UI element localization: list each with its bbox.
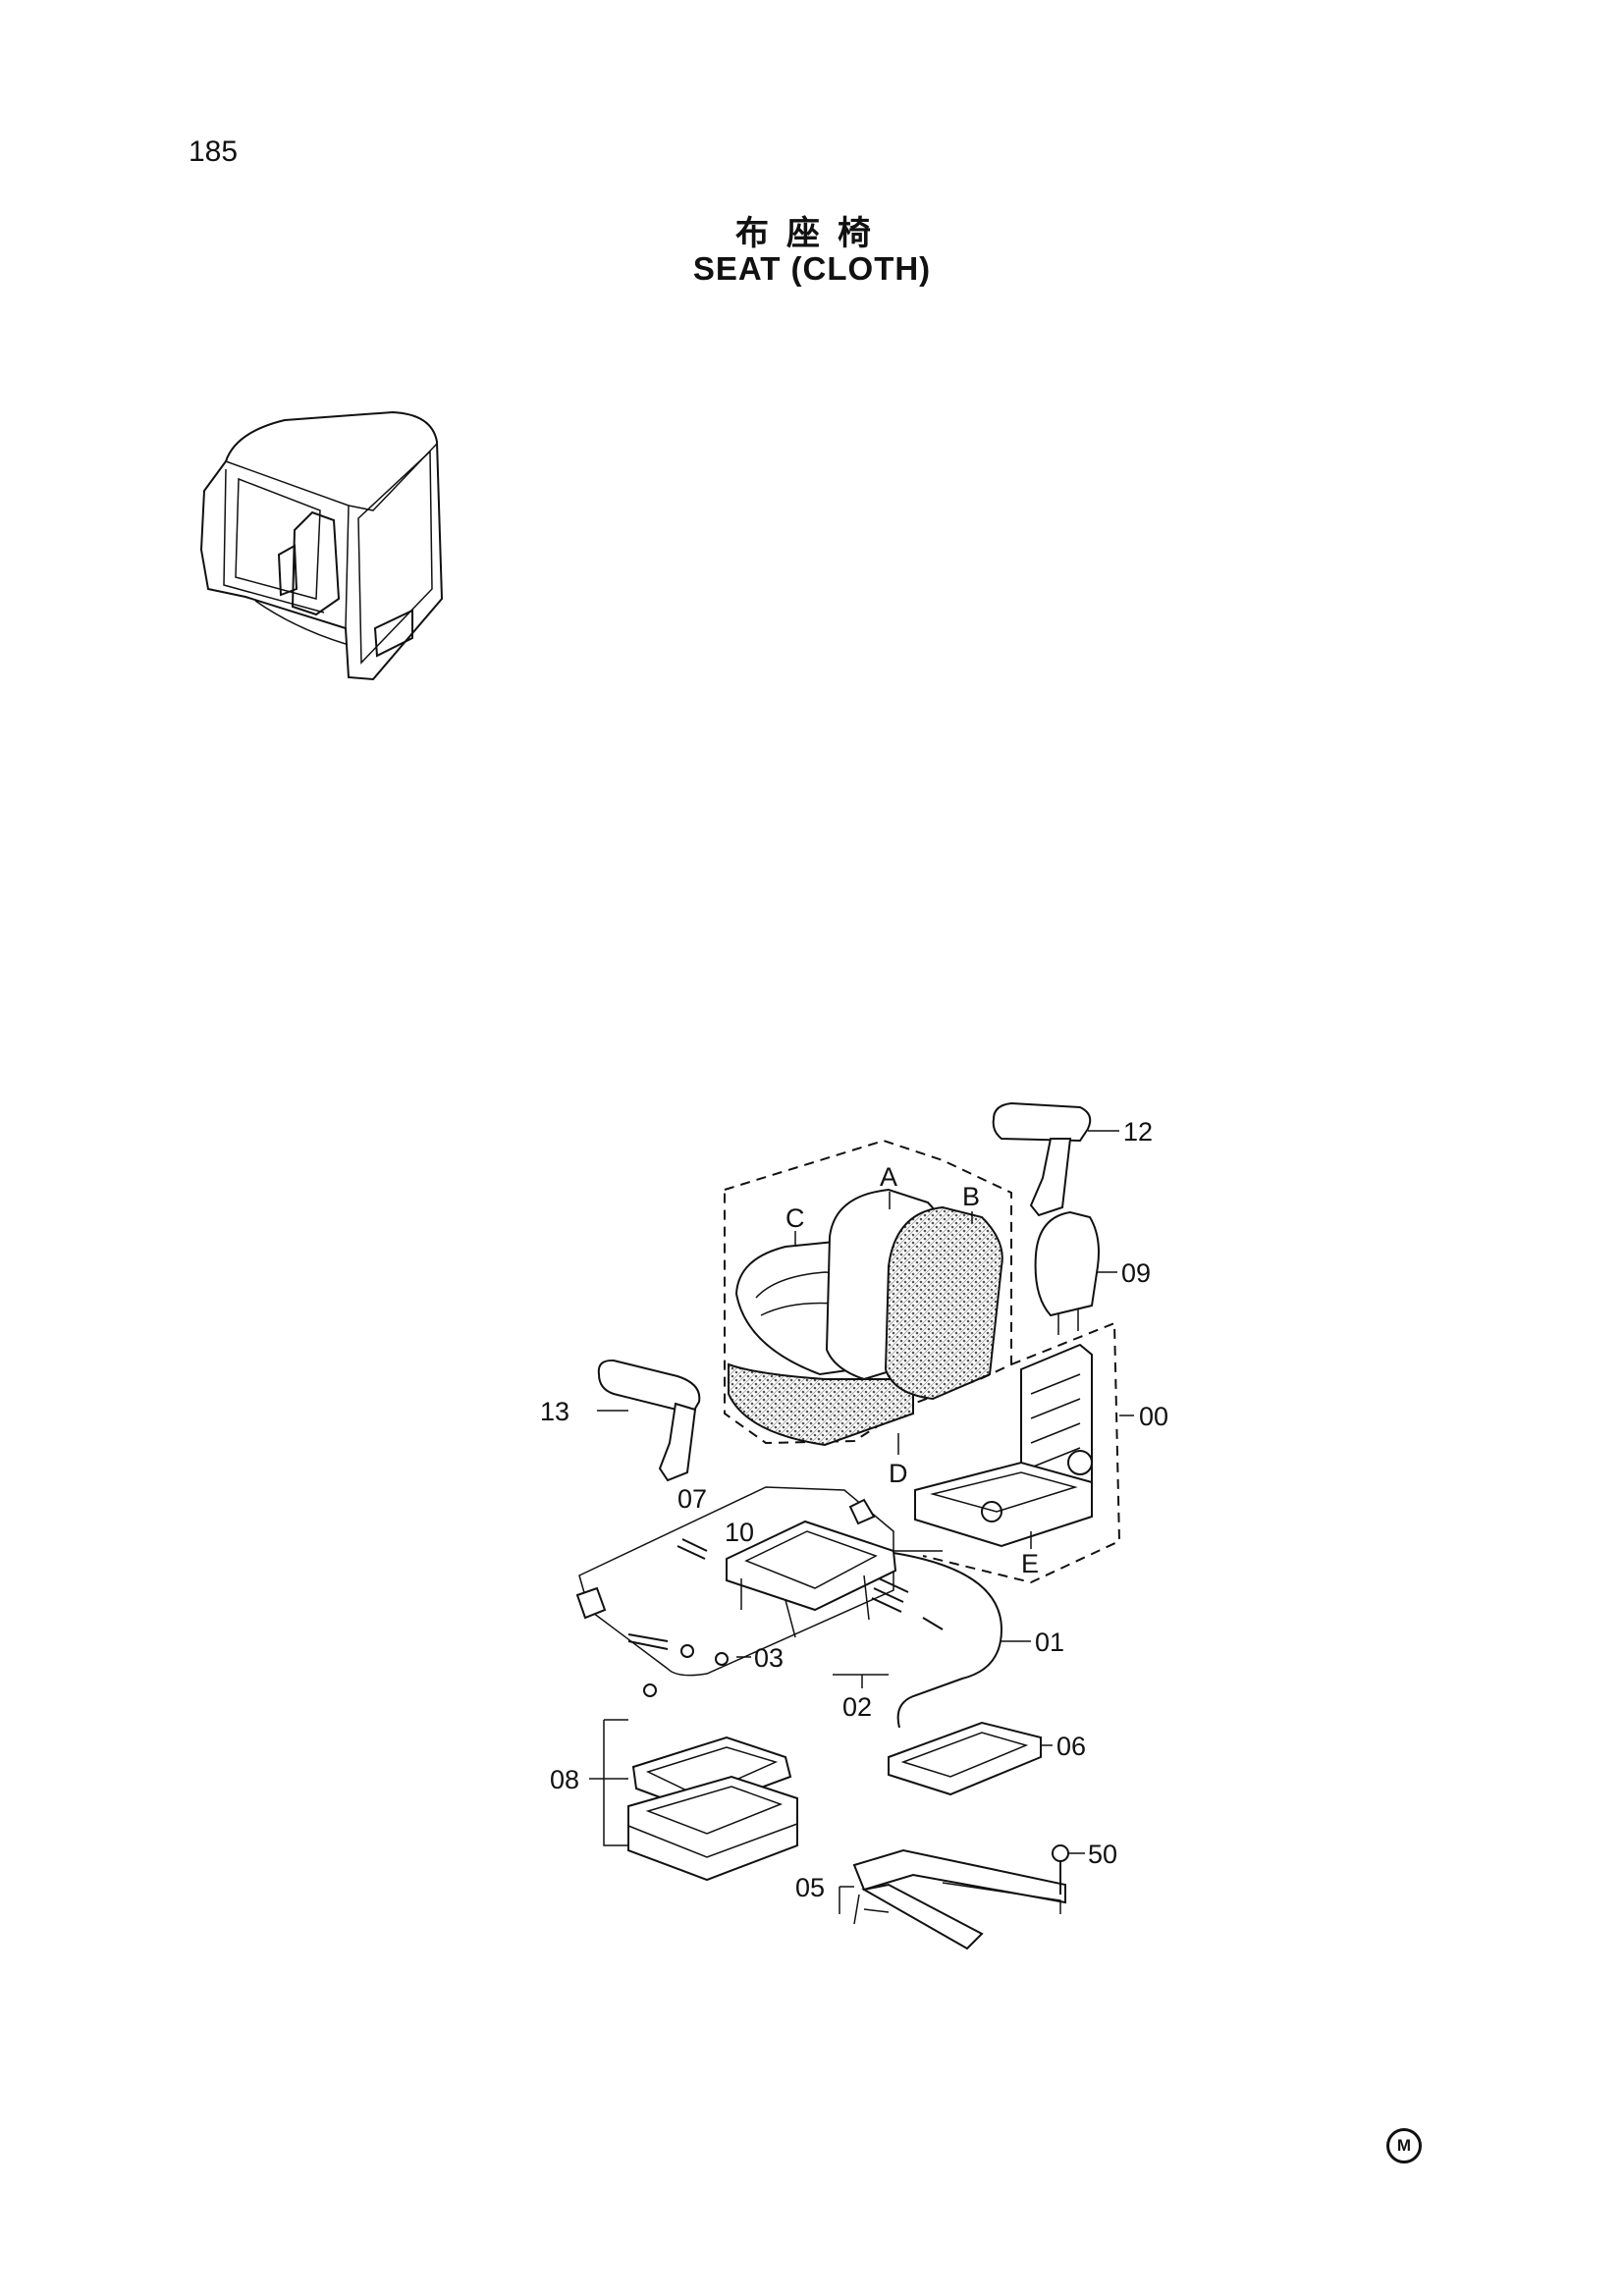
callout-05: 05 — [795, 1873, 825, 1902]
callout-A: A — [880, 1162, 897, 1192]
seat-base-plate — [888, 1721, 1042, 1796]
callout-08: 08 — [550, 1765, 579, 1794]
armrest-left — [597, 1359, 701, 1482]
callout-13: 13 — [540, 1397, 569, 1426]
callout-B: B — [962, 1182, 980, 1211]
cab-location-thumbnail — [199, 410, 444, 681]
title-japanese: 布座椅 — [735, 214, 889, 253]
callout-E: E — [1021, 1549, 1039, 1578]
callout-01: 01 — [1035, 1628, 1064, 1657]
callout-D: D — [889, 1459, 908, 1488]
seat-frame — [914, 1343, 1093, 1548]
slide-rails — [852, 1848, 1066, 1950]
callout-12: 12 — [1123, 1117, 1153, 1147]
slide-rail-assembly — [575, 1486, 944, 1697]
callout-50: 50 — [1088, 1840, 1117, 1869]
headrest — [1034, 1210, 1100, 1335]
title-english: SEAT (CLOTH) — [692, 250, 932, 287]
armrest-right — [992, 1101, 1092, 1217]
page-number: 185 — [189, 135, 239, 168]
seat-back-cover — [884, 1205, 1003, 1401]
leader-lines — [589, 1130, 1134, 1914]
callout-00: 00 — [1139, 1402, 1168, 1431]
callout-10: 10 — [725, 1518, 754, 1547]
lever-cable — [893, 1552, 1003, 1729]
seat-frame-boundary — [922, 1321, 1121, 1584]
callout-07: 07 — [677, 1484, 707, 1514]
suspension-assembly — [603, 1719, 798, 1882]
callout-09: 09 — [1121, 1258, 1151, 1288]
callout-C: C — [785, 1203, 805, 1233]
callout-06: 06 — [1056, 1732, 1086, 1761]
footer-mark-icon: M — [1386, 2128, 1422, 2163]
callout-02: 02 — [842, 1692, 872, 1722]
callout-03: 03 — [754, 1643, 784, 1673]
seat-assembly-boundary — [724, 1139, 1012, 1445]
